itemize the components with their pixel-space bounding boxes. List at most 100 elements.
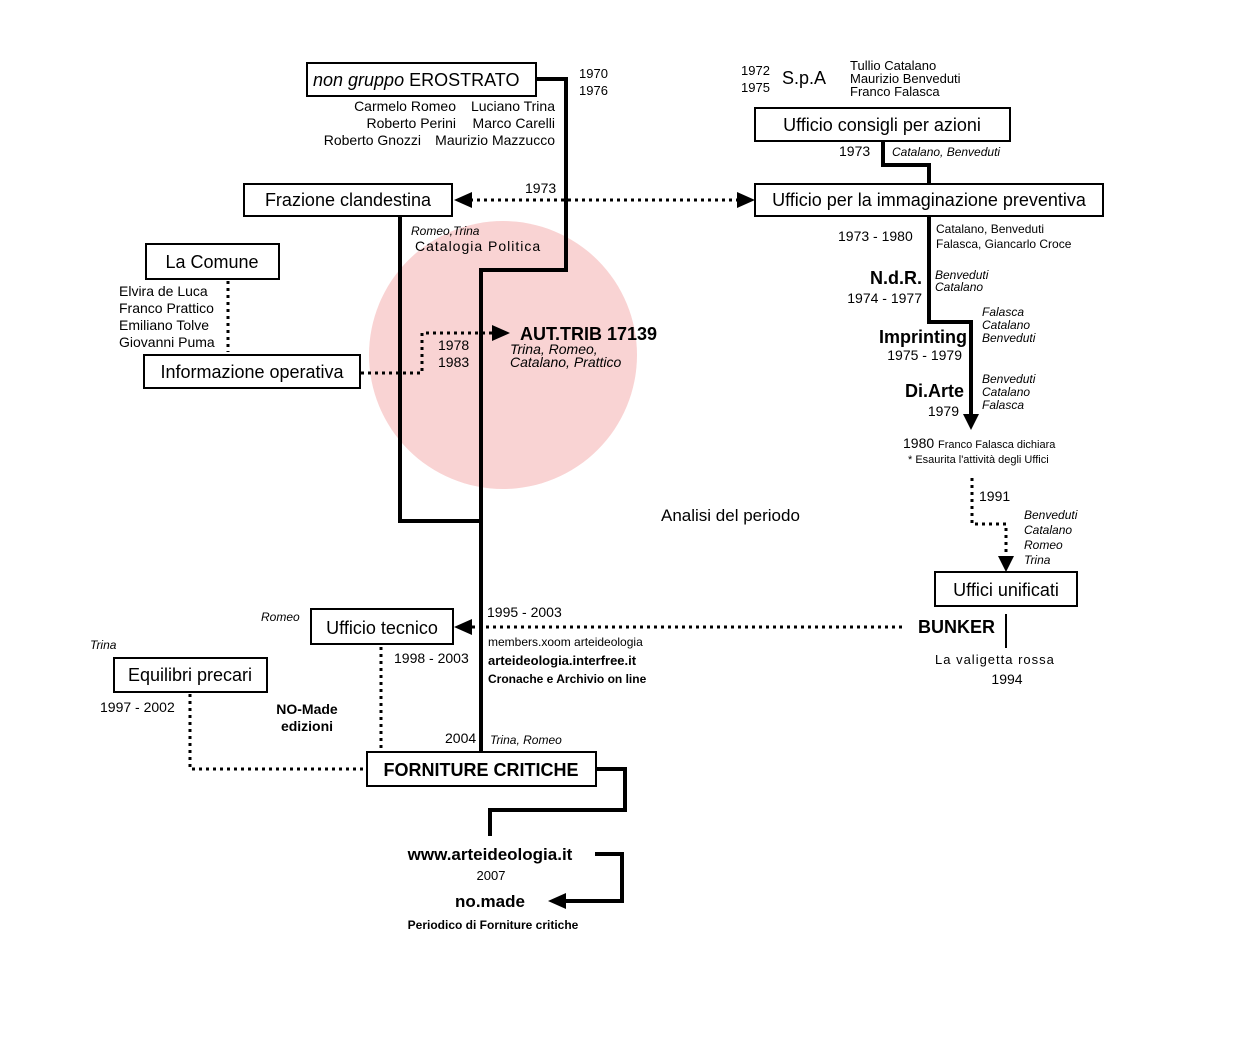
- ufficio-tecnico-name: Romeo: [261, 610, 300, 624]
- frazione-label: Frazione clandestina: [265, 190, 432, 210]
- box-uffici-unificati: [934, 571, 1078, 607]
- ufficio-tecnico-years-a: 1995 - 2003: [487, 604, 562, 620]
- arrow-uffici-unificati: [998, 556, 1014, 572]
- uffici-unificati-name-1: Benveduti: [1024, 508, 1078, 522]
- nomade-subtitle: Periodico di Forniture critiche: [408, 918, 579, 932]
- equilibri-years: 1997 - 2002: [100, 699, 175, 715]
- bunker-year: 1994: [991, 671, 1022, 687]
- diarte-year: 1979: [928, 403, 959, 419]
- forniture-year: 2004: [445, 730, 476, 746]
- ufficio-consigli-names: Catalano, Benveduti: [892, 145, 1000, 159]
- arrow-left-frazione: [454, 192, 472, 208]
- aut-trib-names-1: Trina, Romeo,: [510, 341, 598, 357]
- frazione-year: 1973: [525, 180, 556, 196]
- arrow-diarte: [963, 414, 979, 430]
- falasca-year: 1980: [903, 435, 934, 451]
- website-year: 2007: [477, 868, 506, 883]
- erostrato-title: non gruppo EROSTRATO: [313, 70, 519, 90]
- dotted-equilibri: [188, 694, 365, 771]
- informazione-year-end: 1983: [438, 354, 469, 370]
- uffici-unificati-name-3: Romeo: [1024, 538, 1063, 552]
- aut-trib-names-2: Catalano, Prattico: [510, 354, 621, 370]
- box-forniture: [366, 751, 597, 787]
- box-erostrato: [306, 62, 537, 97]
- la-comune-member-4: Giovanni Puma: [119, 334, 215, 350]
- ufficio-consigli-label: Ufficio consigli per azioni: [783, 115, 981, 135]
- dotted-informazione: [361, 331, 492, 375]
- diarte-label: Di.Arte: [905, 381, 964, 401]
- ndr-label: N.d.R.: [870, 268, 922, 288]
- bunker-subtitle: La valigetta rossa: [935, 652, 1055, 667]
- box-equilibri: [113, 657, 268, 693]
- member-gnozzi: Roberto Gnozzi: [324, 132, 421, 148]
- la-comune-member-3: Emiliano Tolve: [119, 317, 209, 333]
- arrow-nomade: [548, 893, 566, 909]
- connector-web-nomade: [565, 852, 624, 903]
- diarte-names-2: Catalano: [982, 385, 1030, 399]
- arrow-ufficio-tecnico: [454, 619, 472, 635]
- equilibri-name: Trina: [90, 638, 117, 652]
- member-perini: Roberto Perini: [367, 115, 457, 131]
- box-la-comune: [145, 243, 280, 280]
- imprinting-years: 1975 - 1979: [887, 347, 962, 363]
- spa-member-benveduti: Maurizio Benveduti: [850, 71, 961, 86]
- connector-spa: [881, 141, 931, 184]
- online-cronache: Cronache e Archivio on line: [488, 672, 647, 686]
- ufficio-immaginazione-years: 1973 - 1980: [838, 228, 913, 244]
- member-trina: Luciano Trina: [471, 98, 555, 114]
- ufficio-immaginazione-names-1: Catalano, Benveduti: [936, 222, 1044, 236]
- analisi-label: Analisi del periodo: [661, 506, 800, 525]
- member-carelli: Marco Carelli: [473, 115, 555, 131]
- imprinting-names-3: Benveduti: [982, 331, 1036, 345]
- diarte-names-3: Falasca: [982, 398, 1024, 412]
- uffici-unificati-name-4: Trina: [1024, 553, 1051, 567]
- la-comune-label: La Comune: [165, 252, 258, 272]
- ufficio-immaginazione-label: Ufficio per la immaginazione preventiva: [772, 190, 1087, 210]
- informazione-label: Informazione operativa: [160, 362, 344, 382]
- box-informazione: [143, 354, 361, 389]
- falasca-note: * Esaurita l'attività degli Uffici: [908, 454, 1049, 466]
- forniture-names: Trina, Romeo: [490, 733, 562, 747]
- online-interfree: arteideologia.interfree.it: [488, 653, 637, 668]
- uffici-unificati-year: 1991: [979, 488, 1010, 504]
- website-url: www.arteideologia.it: [407, 845, 573, 864]
- uffici-unificati-name-2: Catalano: [1024, 523, 1072, 537]
- box-ufficio-consigli: [754, 107, 1011, 142]
- la-comune-member-2: Franco Prattico: [119, 300, 214, 316]
- spa-member-catalano: Tullio Catalano: [850, 58, 936, 73]
- forniture-label: FORNITURE CRITICHE: [384, 760, 579, 780]
- imprinting-label: Imprinting: [879, 327, 967, 347]
- nomade-label: no.made: [455, 892, 525, 911]
- imprinting-names-1: Falasca: [982, 305, 1024, 319]
- informazione-year-start: 1978: [438, 337, 469, 353]
- ndr-names-1: Benveduti: [935, 268, 989, 282]
- catalogia-label: Catalogia Politica: [415, 238, 541, 254]
- box-ufficio-immaginazione: [754, 183, 1104, 217]
- erostrato-year-end: 1976: [579, 83, 608, 98]
- arrow-right-ufficio: [737, 192, 755, 208]
- aut-trib-label: AUT.TRIB 17139: [520, 324, 657, 344]
- member-mazzucco: Maurizio Mazzucco: [435, 132, 555, 148]
- ufficio-consigli-year: 1973: [839, 143, 870, 159]
- connector-erostrato: [479, 77, 568, 752]
- equilibri-label: Equilibri precari: [128, 665, 252, 685]
- bunker-label: BUNKER: [918, 617, 995, 637]
- connector-forniture-web: [488, 767, 627, 836]
- diarte-names-1: Benveduti: [982, 372, 1036, 386]
- online-xoom: members.xoom arteideologia: [488, 635, 643, 649]
- connector-frazione: [398, 216, 481, 523]
- catalogia-names: Romeo,Trina: [411, 224, 480, 238]
- box-frazione: [243, 183, 453, 217]
- nomade-edizioni-1: NO-Made: [276, 701, 338, 717]
- imprinting-names-2: Catalano: [982, 318, 1030, 332]
- uffici-unificati-label: Uffici unificati: [953, 580, 1059, 600]
- spa-year-start: 1972: [741, 63, 770, 78]
- ndr-names-2: Catalano: [935, 280, 983, 294]
- member-romeo: Carmelo Romeo: [354, 98, 456, 114]
- arrow-aut-trib: [492, 325, 510, 341]
- falasca-text: Franco Falasca dichiara: [938, 439, 1056, 451]
- connector-ufficio-right: [927, 216, 973, 416]
- la-comune-member-1: Elvira de Luca: [119, 283, 208, 299]
- box-ufficio-tecnico: [310, 608, 454, 645]
